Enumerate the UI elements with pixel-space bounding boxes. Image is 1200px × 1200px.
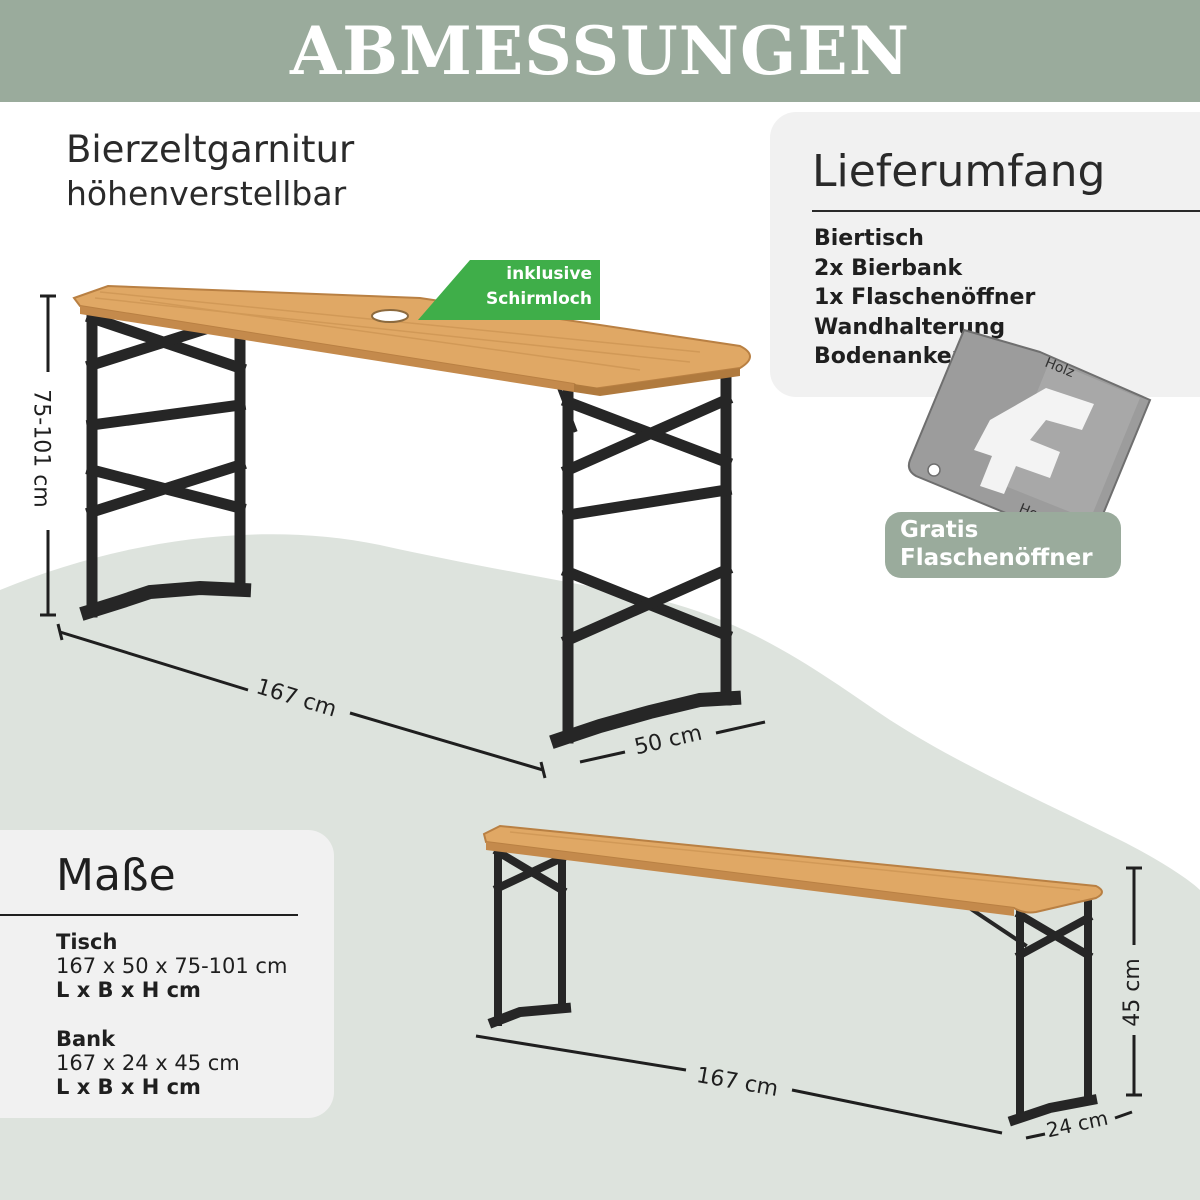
umbrella-badge-line1: inklusive	[506, 264, 592, 284]
gratis-badge-line1: Gratis	[900, 517, 979, 543]
table-height-label: 75-101 cm	[28, 389, 54, 508]
page-title: ABMESSUNGEN	[289, 12, 911, 90]
gratis-badge-line2: Flaschenöffner	[900, 545, 1093, 571]
gratis-badge-text: Gratis Flaschenöffner	[900, 516, 1093, 572]
table-illustration	[72, 284, 751, 749]
table-measures-axes: L x B x H cm	[56, 978, 201, 1002]
delivery-divider	[812, 210, 1200, 212]
product-title: Bierzeltgarnitur	[66, 128, 355, 171]
table-measures-name: Tisch	[56, 930, 118, 954]
product-subtitle: höhenverstellbar	[66, 174, 347, 213]
gratis-badge	[885, 512, 1121, 578]
bench-measures: Bank 167 x 24 x 45 cm L x B x H cm	[56, 1027, 240, 1099]
umbrella-badge-line2: Schirmloch	[485, 289, 592, 309]
table-measures-values: 167 x 50 x 75-101 cm	[56, 954, 288, 978]
bench-measures-name: Bank	[56, 1027, 116, 1051]
bench-measures-values: 167 x 24 x 45 cm	[56, 1051, 240, 1075]
bench-illustration	[482, 824, 1103, 1127]
measures-title: Maße	[56, 850, 176, 901]
delivery-item: 1x Flaschenöffner	[814, 285, 1036, 311]
delivery-list: Biertisch 2x Bierbank 1x Flaschenöffner …	[814, 224, 1035, 372]
bench-height-label: 45 cm	[1119, 958, 1145, 1027]
dimension-lines	[40, 294, 1142, 1140]
umbrella-badge-shape	[418, 260, 600, 320]
umbrella-badge: inklusive Schirmloch	[458, 262, 592, 312]
bottle-opener-illustration: Holz Home	[907, 328, 1152, 545]
delivery-item: Biertisch	[814, 226, 924, 251]
delivery-item: Bodenanker	[814, 344, 963, 370]
delivery-title: Lieferumfang	[812, 146, 1106, 197]
bench-measures-axes: L x B x H cm	[56, 1075, 201, 1099]
header-banner: ABMESSUNGEN	[0, 0, 1200, 102]
measures-panel	[0, 830, 334, 1118]
table-measures: Tisch 167 x 50 x 75-101 cm L x B x H cm	[56, 930, 287, 1002]
delivery-item: 2x Bierbank	[814, 255, 963, 281]
measures-divider	[0, 914, 298, 916]
